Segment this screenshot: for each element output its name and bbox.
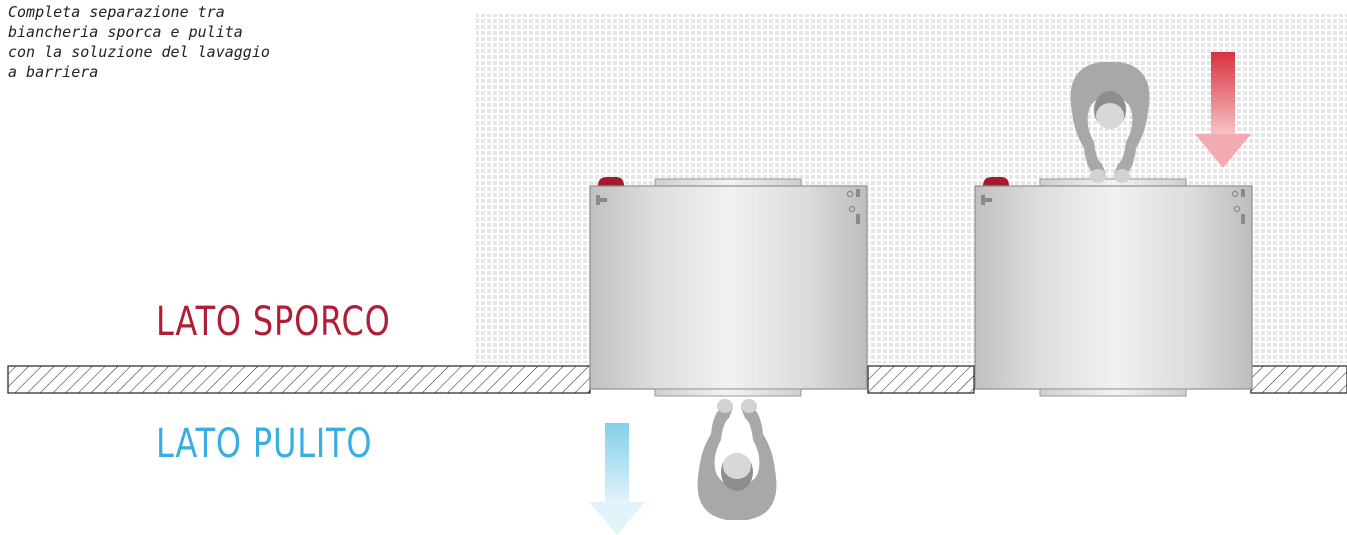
wall-segment [1250, 365, 1347, 394]
barrier-washer-icon [974, 177, 1253, 397]
operator-topview-icon [697, 399, 777, 520]
wall-segment [867, 365, 975, 394]
caption: Completa separazione tra biancheria spor… [8, 2, 308, 82]
caption-line: Completa separazione tra [8, 3, 225, 21]
barrier-washer-icon [589, 177, 868, 397]
wall-segment [7, 365, 591, 394]
caption-line: biancheria sporca e pulita [8, 23, 243, 41]
dirty-side-label: LATO SPORCO [156, 299, 391, 345]
operator-topview-icon [1070, 62, 1150, 183]
caption-line: con la soluzione del lavaggio [8, 43, 270, 61]
caption-line: a barriera [8, 63, 99, 81]
clean-side-label: LATO PULITO [156, 421, 373, 467]
barrier-wall [7, 365, 1347, 394]
arrow-down-icon [589, 423, 645, 535]
arrow-down-icon [1195, 52, 1251, 168]
